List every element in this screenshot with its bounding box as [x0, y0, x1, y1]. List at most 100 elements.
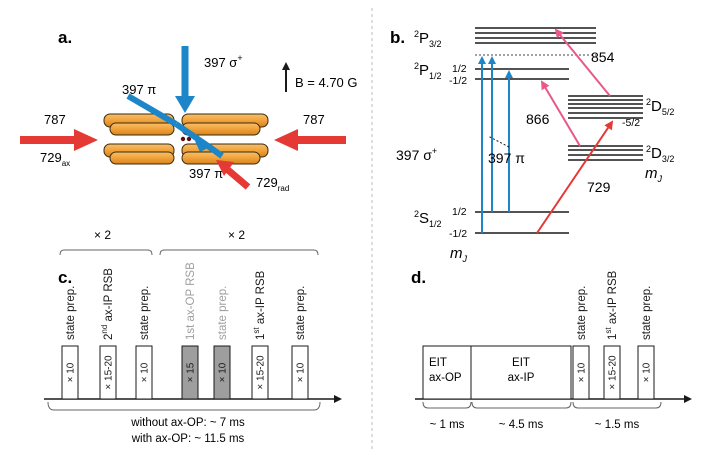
label-b-field: B = 4.70 G — [295, 75, 358, 90]
panel-c-label: c. — [58, 268, 72, 287]
beam-787-right-head — [274, 129, 298, 151]
label-mj-left: mJ — [450, 245, 468, 264]
eit-ip-line1: EIT — [512, 357, 530, 369]
pulse-count-label: × 10 — [642, 362, 653, 382]
label-s-up: 1/2 — [452, 206, 467, 218]
pulse-count-label: × 15-20 — [608, 355, 619, 390]
beam-729-rad-head — [216, 160, 234, 176]
repeat-brace-right — [159, 249, 319, 256]
pulse-title-label: 1st ax-IP RSB — [252, 270, 267, 340]
panel-b: b. — [390, 27, 674, 264]
panel-d-label: d. — [411, 268, 426, 287]
ion — [186, 136, 192, 142]
label-repeat-left: × 2 — [94, 228, 111, 242]
beam-397-pi-in — [126, 93, 178, 127]
levels-d52 — [568, 95, 643, 119]
pulse-title-label: 1st ax-IP RSB — [604, 270, 619, 340]
label-397-pi-b: 397 π — [488, 150, 525, 166]
label-p-down: -1/2 — [449, 75, 467, 87]
pulse-title-label: 1st ax-OP RSB — [185, 262, 197, 340]
pulse-box — [181, 345, 199, 400]
label-dur-1: ~ 1 ms — [430, 419, 465, 431]
arrow-866 — [540, 80, 581, 147]
pulse-sequence-c: × 10 state prep. × 15-20 2nd ax-IP RSB × 10 s… — [61, 262, 309, 400]
label-397-sigma: 397 σ+ — [204, 53, 243, 70]
label-729-ax: 729ax — [40, 150, 70, 168]
label-729-rad: 729rad — [256, 175, 289, 193]
label-p12: 2P1/2 — [414, 61, 442, 81]
pulse-count-label: × 15-20 — [256, 355, 267, 390]
label-p32: 2P3/2 — [414, 29, 442, 49]
label-s-down: -1/2 — [449, 228, 467, 240]
label-397-sigma-b: 397 σ+ — [396, 146, 437, 163]
label-854: 854 — [591, 49, 615, 65]
pulse-box — [135, 345, 153, 400]
eit-ax-ip-block — [470, 345, 572, 400]
brace-pulses — [572, 401, 662, 409]
label-dur-2: ~ 4.5 ms — [499, 419, 544, 431]
beam-397-sigma-head — [175, 96, 195, 113]
label-d-minus52: -5/2 — [622, 117, 640, 129]
panel-a: a. 397 σ+ 397 π 397 π 72 — [20, 28, 358, 193]
pulse-count-label: × 10 — [140, 362, 151, 382]
pulse-sequence-d: × 10 state prep. × 15-20 1st ax-IP RSB × 10 s… — [572, 270, 655, 400]
pulse-box — [99, 345, 117, 400]
pulse-box — [603, 345, 621, 400]
pulse-count-label: × 10 — [218, 362, 229, 382]
pulse-box — [61, 345, 79, 400]
arrow-729 — [536, 120, 614, 234]
beam-729-rad — [225, 167, 251, 190]
pulse-box — [251, 345, 269, 400]
brace-eit-op — [422, 401, 472, 409]
label-mj-right: mJ — [645, 165, 663, 184]
repeat-brace-left — [59, 249, 153, 256]
label-787-left: 787 — [44, 112, 66, 127]
panel-b-label: b. — [390, 28, 405, 47]
pulse-count-label: × 10 — [577, 362, 588, 382]
duration-brace-c — [47, 401, 321, 411]
pulse-title-label: state prep. — [641, 286, 653, 340]
pulse-box — [572, 345, 590, 400]
label-866: 866 — [526, 111, 550, 127]
label-duration-2: with ax-OP: ~ 11.5 ms — [131, 433, 245, 445]
panel-a-label: a. — [58, 28, 72, 47]
beam-397-pi-mid — [174, 121, 210, 149]
pulse-title-label: 2nd ax-IP RSB — [100, 268, 115, 340]
pulse-title-label: state prep. — [217, 286, 229, 340]
label-dur-3: ~ 1.5 ms — [595, 419, 640, 431]
pulse-count-label: × 10 — [296, 362, 307, 382]
label-p-up: 1/2 — [452, 63, 467, 75]
eit-op-line2: ax-OP — [429, 372, 462, 384]
eit-op-line1: EIT — [429, 357, 447, 369]
levels-p32 — [475, 27, 596, 44]
pulse-box — [637, 345, 655, 400]
label-787-right: 787 — [303, 112, 325, 127]
label-d52: 2D5/2 — [646, 97, 674, 117]
levels-d32 — [568, 145, 643, 161]
pulse-title-label: state prep. — [295, 286, 307, 340]
label-729: 729 — [587, 179, 611, 195]
label-s12: 2S1/2 — [414, 209, 442, 229]
label-repeat-right: × 2 — [228, 228, 245, 242]
arrow-854 — [554, 28, 611, 97]
label-d32: 2D3/2 — [646, 144, 674, 164]
pulse-box — [213, 345, 231, 400]
trap-rods-top — [103, 113, 269, 136]
pulse-count-label: × 10 — [66, 362, 77, 382]
pulse-title-label: state prep. — [139, 286, 151, 340]
pulse-title-label: state prep. — [65, 286, 77, 340]
eit-ip-line2: ax-IP — [508, 372, 535, 384]
pulse-title-label: state prep. — [576, 286, 588, 340]
trap-rods-bottom — [103, 143, 269, 165]
label-397-pi-top: 397 π — [122, 82, 156, 97]
pulse-count-label: × 15 — [186, 362, 197, 382]
label-397-pi-bottom: 397 π — [189, 166, 223, 181]
beam-787-left-head — [74, 129, 98, 151]
label-duration-1: without ax-OP: ~ 7 ms — [130, 417, 245, 429]
beam-397-pi-head — [195, 141, 212, 152]
panel-c: c. × 2 × 2 × 10 state prep. × 15-20 2nd ax-… — [44, 228, 342, 445]
pulse-box — [291, 345, 309, 400]
pulse-count-label: × 15-20 — [104, 355, 115, 390]
